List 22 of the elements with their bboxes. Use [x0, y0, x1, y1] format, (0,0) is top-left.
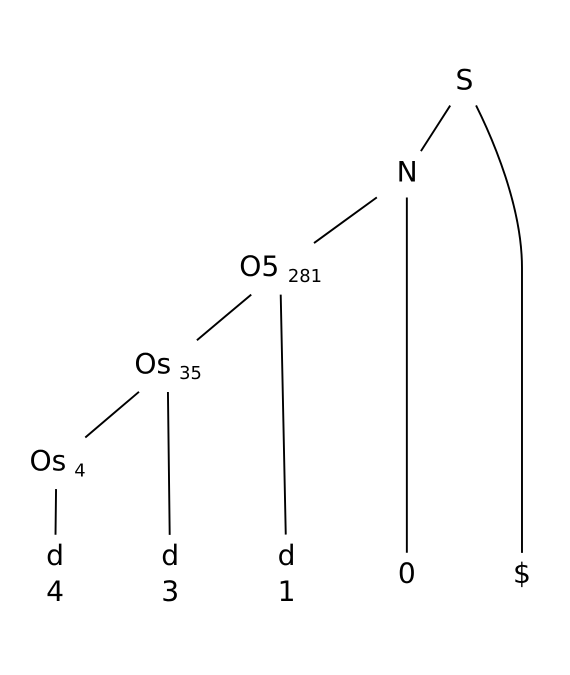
- node-label: 281: [288, 265, 322, 286]
- connector: [406, 197, 408, 552]
- node-text: d 3: [161, 538, 180, 608]
- node-text: $: [513, 556, 531, 590]
- node-text: O5: [239, 250, 280, 283]
- node-text: Os: [134, 346, 172, 380]
- node-text: 0: [398, 556, 416, 590]
- node-text: d 4: [46, 538, 64, 608]
- node-text: Os: [29, 444, 66, 478]
- node-label: 4: [74, 460, 86, 481]
- node-text: N: [396, 154, 418, 188]
- connector: [280, 294, 287, 534]
- connector: [420, 104, 451, 152]
- node-text: S: [455, 62, 474, 96]
- node-text: d 1: [278, 538, 296, 608]
- connector: [84, 390, 140, 438]
- connector: [196, 293, 252, 340]
- node-label: 35: [179, 362, 202, 384]
- connector: [313, 196, 378, 244]
- connector: [166, 392, 171, 534]
- connector: [54, 488, 57, 534]
- connector: [475, 104, 523, 552]
